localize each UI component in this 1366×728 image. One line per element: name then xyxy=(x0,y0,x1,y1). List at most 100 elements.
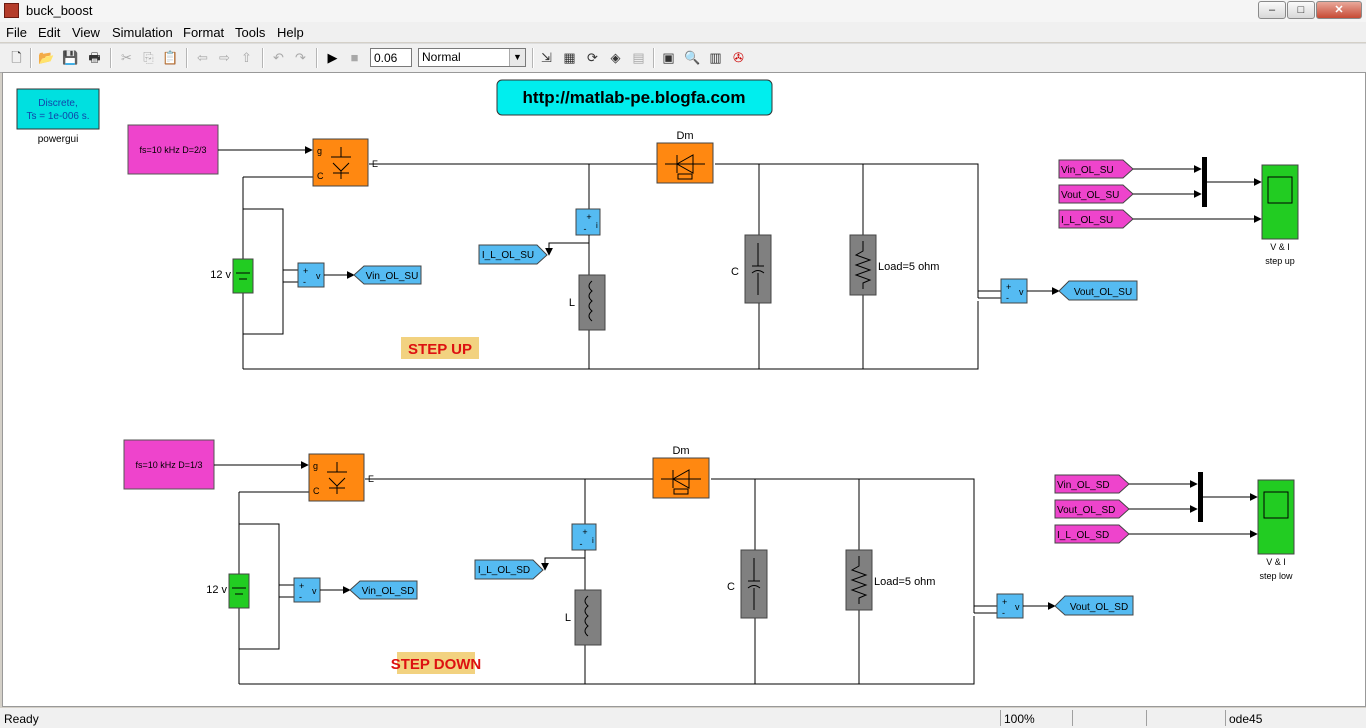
layers-icon[interactable]: ◈ xyxy=(610,50,621,65)
undo-icon[interactable]: ↶ xyxy=(273,50,284,65)
goto-tag-vin[interactable] xyxy=(353,265,422,285)
dc-source-block[interactable] xyxy=(228,573,250,609)
menu-edit[interactable]: Edit xyxy=(38,25,61,40)
minimize-button[interactable]: – xyxy=(1258,1,1286,19)
vm-v-port: v xyxy=(316,271,321,281)
from-tag[interactable] xyxy=(1054,499,1130,519)
diode-snubber-icon xyxy=(673,488,689,495)
vout-measurement-block[interactable] xyxy=(1000,278,1028,304)
refresh-icon[interactable]: ⟳ xyxy=(587,50,598,65)
pulse-generator-block[interactable] xyxy=(123,439,215,490)
menu-tools[interactable]: Tools xyxy=(235,25,266,40)
open-folder-icon[interactable]: 📂 xyxy=(38,50,55,65)
update-diagram-icon[interactable]: ⇲ xyxy=(541,50,552,65)
simulink-app-icon xyxy=(4,3,19,18)
diode-label: Dm xyxy=(676,130,693,142)
toolbar-separator xyxy=(110,48,112,68)
resistor-zigzag-icon xyxy=(850,556,868,604)
pulse-generator-block[interactable] xyxy=(127,124,219,175)
build-icon[interactable]: ▦ xyxy=(563,50,576,65)
toolbar-separator xyxy=(262,48,264,68)
up-arrow-icon[interactable]: ⇧ xyxy=(241,50,252,65)
menu-file[interactable]: File xyxy=(6,25,27,40)
wire xyxy=(758,164,864,369)
library-browser-icon[interactable]: ▣ xyxy=(662,50,675,65)
goto-tag-vout[interactable] xyxy=(1058,280,1138,301)
redo-icon[interactable]: ↷ xyxy=(295,50,306,65)
status-separator xyxy=(1225,710,1226,726)
goto-tag-il-label: I_L_OL_SU xyxy=(482,250,534,261)
simulation-mode-select[interactable]: Normal ▼ xyxy=(418,48,526,67)
powergui-block[interactable]: Discrete, Ts = 1e-006 s. xyxy=(16,88,100,130)
goto-tag-il[interactable] xyxy=(474,559,544,580)
diode-block[interactable] xyxy=(656,142,714,184)
solver-name: ode45 xyxy=(1229,712,1263,726)
from-tag[interactable] xyxy=(1058,159,1134,179)
properties-icon[interactable]: ▥ xyxy=(709,50,722,65)
grid-icon[interactable]: ▤ xyxy=(632,50,645,65)
chevron-down-icon[interactable]: ▼ xyxy=(509,49,525,66)
signal-line xyxy=(545,235,590,256)
mode-label-box xyxy=(401,337,479,359)
vm-minus-sign: - xyxy=(299,592,302,602)
pulse-generator-label: fs=10 kHz D=1/3 xyxy=(135,460,202,470)
maximize-button[interactable]: □ xyxy=(1287,1,1315,19)
mux-block[interactable] xyxy=(1202,157,1207,207)
diode-block[interactable] xyxy=(652,457,710,499)
mode-label: STEP UP xyxy=(408,341,472,358)
cut-icon[interactable]: ✂ xyxy=(121,50,132,65)
mux-block[interactable] xyxy=(1198,472,1203,522)
cm-minus-sign: - xyxy=(580,539,583,549)
toolbar-separator xyxy=(186,48,188,68)
status-separator xyxy=(1000,710,1001,726)
close-button[interactable]: ✕ xyxy=(1316,1,1362,19)
cm-plus-sign: + xyxy=(582,527,587,537)
goto-tag-il[interactable] xyxy=(478,244,548,265)
paste-icon[interactable]: 📋 xyxy=(162,50,179,65)
menu-format[interactable]: Format xyxy=(183,25,225,40)
inductor-label: L xyxy=(569,297,575,309)
diode-snubber-icon xyxy=(677,173,693,180)
scope-screen-icon xyxy=(1263,491,1289,519)
menu-view[interactable]: View xyxy=(72,25,100,40)
goto-tag-vout[interactable] xyxy=(1054,595,1134,616)
vout-vm-minus-sign: - xyxy=(1002,608,1005,618)
back-arrow-icon[interactable]: ⇦ xyxy=(197,50,208,65)
vm-minus-sign: - xyxy=(303,277,306,287)
goto-tag-vin[interactable] xyxy=(349,580,418,600)
from-tag[interactable] xyxy=(1058,209,1134,229)
save-icon[interactable]: 💾 xyxy=(62,50,79,65)
debugger-icon[interactable]: ✇ xyxy=(733,50,744,65)
copy-icon[interactable]: ⎘ xyxy=(143,50,154,65)
capacitor-symbol-icon xyxy=(751,243,765,295)
from-tag[interactable] xyxy=(1058,184,1134,204)
model-explorer-icon[interactable]: 🔍 xyxy=(684,50,701,65)
scope-title: V & I xyxy=(1266,557,1286,567)
url-banner: http://matlab-pe.blogfa.com xyxy=(496,79,773,116)
current-measurement-block[interactable] xyxy=(575,208,601,236)
cm-minus-sign: - xyxy=(584,224,587,234)
from-tag-label: Vin_OL_SU xyxy=(1061,165,1114,176)
from-tag-label: Vin_OL_SD xyxy=(1057,480,1110,491)
wire xyxy=(243,163,1001,370)
model-canvas[interactable]: Discrete, Ts = 1e-006 s. powergui http:/… xyxy=(2,72,1366,707)
forward-arrow-icon[interactable]: ⇨ xyxy=(219,50,230,65)
menu-bar: File Edit View Simulation Format Tools H… xyxy=(0,22,1366,42)
menu-simulation[interactable]: Simulation xyxy=(112,25,173,40)
igbt-pin-e: E xyxy=(372,159,378,169)
powergui-label: powergui xyxy=(38,134,79,145)
from-tag[interactable] xyxy=(1054,474,1130,494)
menu-help[interactable]: Help xyxy=(277,25,304,40)
current-measurement-block[interactable] xyxy=(571,523,597,551)
igbt-symbol-icon xyxy=(327,462,347,494)
print-icon[interactable]: 🖶 xyxy=(88,50,101,65)
inductor-block[interactable] xyxy=(578,274,606,331)
dc-source-block[interactable] xyxy=(232,258,254,294)
stop-time-input[interactable] xyxy=(370,48,412,67)
stop-simulation-icon[interactable]: ■ xyxy=(350,50,359,65)
run-simulation-icon[interactable]: ▶ xyxy=(327,50,338,65)
inductor-block[interactable] xyxy=(574,589,602,646)
goto-tag-il-label: I_L_OL_SD xyxy=(478,565,530,576)
from-tag[interactable] xyxy=(1054,524,1130,544)
new-model-icon[interactable]: 🗋 xyxy=(11,50,22,65)
